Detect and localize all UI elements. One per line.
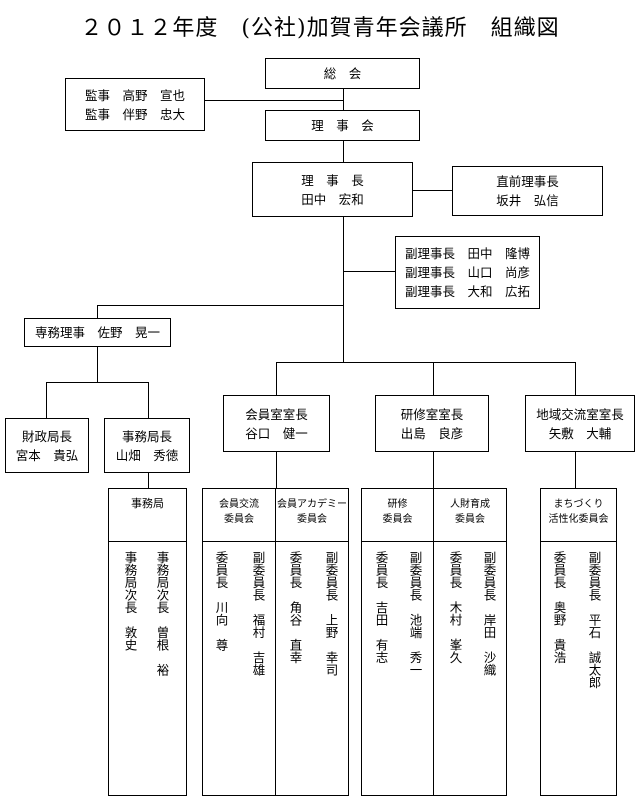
president-box: 理 事 長 田中 宏和 [252, 162, 413, 217]
member-column: 委員長 川向 尊 [213, 551, 229, 651]
committee-label: まちづくり活性化委員会 [548, 499, 609, 525]
board-label: 理 事 会 [311, 118, 374, 133]
vice-presidents-box: 副理事長 田中 隆博 副理事長 山口 尚彦 副理事長 大和 広拓 [395, 236, 540, 309]
room-box-training: 研修室室長 出島 良彦 [375, 395, 489, 452]
room-title: 会員室室長 [245, 406, 308, 422]
committee-label: 人財育成委員会 [450, 499, 490, 525]
vice-president-1: 副理事長 田中 隆博 [404, 246, 530, 261]
room-name: 出島 良彦 [400, 425, 464, 441]
room-box-community: 地域交流室室長 矢敷 大輔 [525, 395, 635, 452]
member-column: 委員長 吉田 有志 [373, 551, 389, 664]
secretariat-panel-header: 事務局 [131, 497, 164, 510]
committee-label: 会員アカデミー委員会 [277, 499, 347, 525]
member-column: 事務局次長 敦史 [122, 551, 138, 651]
member-column: 委員長 木村 峯久 [447, 551, 463, 664]
room-box-member: 会員室室長 谷口 健一 [223, 395, 330, 452]
secretariat-head-box: 事務局長 山畑 秀徳 [104, 418, 190, 473]
executive-director-label: 専務理事 佐野 晃一 [34, 325, 160, 340]
general-assembly-label: 総 会 [323, 66, 362, 81]
member-column: 委員長 角谷 直幸 [287, 551, 303, 664]
community-committee-panel [540, 488, 617, 796]
page-title: ２０１２年度 (公社)加賀青年会議所 組織図 [80, 16, 560, 41]
member-column: 副委員長 福村 吉雄 [250, 551, 266, 676]
room-title: 地域交流室室長 [536, 406, 624, 422]
general-assembly-box: 総 会 [265, 58, 420, 89]
member-column: 副委員長 上野 幸司 [323, 551, 339, 676]
secretariat-head-title: 事務局長 [121, 428, 172, 444]
member-column: 委員長 奥野 貴浩 [551, 551, 567, 664]
finance-name: 宮本 貴弘 [15, 447, 79, 463]
committee-label: 研修委員会 [382, 499, 413, 525]
member-column: 副委員長 岸田 沙織 [481, 551, 497, 676]
past-president-title: 直前理事長 [496, 174, 559, 189]
past-president-box: 直前理事長 坂井 弘信 [452, 166, 603, 216]
room-name: 谷口 健一 [245, 425, 308, 441]
auditors-box: 監事 高野 宣也 監事 伴野 忠大 [65, 78, 205, 131]
committee-label: 会員交流委員会 [219, 499, 259, 525]
member-column: 事務局次長 曽根 裕 [154, 551, 170, 676]
secretariat-panel [108, 488, 187, 796]
room-title: 研修室室長 [400, 406, 464, 422]
president-name: 田中 宏和 [301, 191, 364, 207]
room-name: 矢敷 大輔 [548, 425, 612, 441]
board-box: 理 事 会 [265, 110, 420, 141]
finance-box: 財政局長 宮本 貴弘 [5, 418, 89, 473]
secretariat-head-name: 山畑 秀徳 [115, 447, 179, 463]
finance-title: 財政局長 [21, 428, 72, 444]
executive-director-box: 専務理事 佐野 晃一 [24, 318, 171, 347]
member-column: 副委員長 池端 秀一 [407, 551, 423, 676]
training-committees-panel [361, 488, 507, 796]
vice-president-3: 副理事長 大和 広拓 [404, 284, 530, 299]
vice-president-2: 副理事長 山口 尚彦 [404, 265, 530, 280]
member-column: 副委員長 平石 誠太郎 [586, 551, 602, 689]
president-title: 理 事 長 [301, 172, 364, 188]
past-president-name: 坂井 弘信 [496, 193, 559, 208]
auditor-1: 監事 高野 宣也 [84, 87, 185, 103]
auditor-2: 監事 伴野 忠大 [84, 106, 185, 122]
